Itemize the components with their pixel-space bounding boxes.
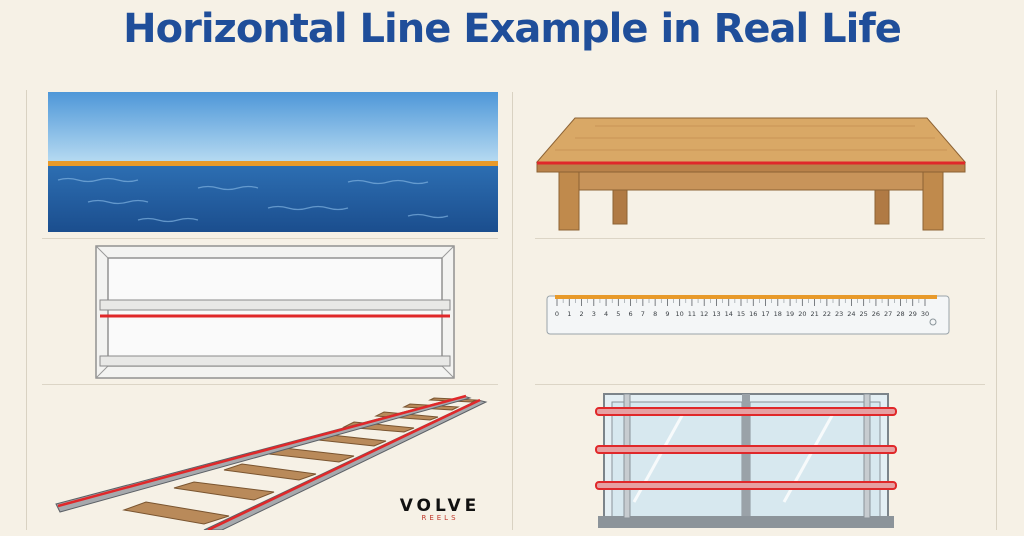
volve-reels-logo: VOLVE REELS (380, 496, 500, 522)
ruler-number: 6 (629, 310, 633, 318)
window-bars-icon (594, 392, 898, 530)
bookshelf-icon (92, 242, 458, 382)
logo-sub-text: REELS (421, 514, 459, 522)
right-border (996, 90, 997, 530)
ruler-number: 10 (676, 310, 684, 318)
ruler-number: 17 (761, 310, 769, 318)
ruler-number: 1 (567, 310, 571, 318)
ruler-number: 19 (786, 310, 794, 318)
ruler-number: 20 (798, 310, 806, 318)
row-divider-left-2 (42, 384, 498, 385)
ruler-number: 27 (884, 310, 892, 318)
row-divider-right-1 (535, 238, 985, 239)
ruler-number: 18 (774, 310, 782, 318)
row-divider-left-1 (42, 238, 498, 239)
ruler-number: 4 (604, 310, 608, 318)
ruler-number: 26 (872, 310, 880, 318)
ruler-number: 3 (592, 310, 596, 318)
center-divider (512, 92, 513, 530)
ruler-number: 5 (616, 310, 620, 318)
ruler-number: 2 (579, 310, 583, 318)
railway-track-icon (54, 392, 498, 530)
ruler-number: 23 (835, 310, 843, 318)
logo-main-text: VOLVE (399, 496, 481, 516)
ruler-number: 0 (555, 310, 559, 318)
ruler-number: 30 (921, 310, 929, 318)
ruler-number: 29 (909, 310, 917, 318)
table-icon (535, 112, 967, 232)
ruler-number: 28 (896, 310, 904, 318)
ruler-number: 12 (700, 310, 708, 318)
ruler-number: 15 (737, 310, 745, 318)
ruler-number: 25 (860, 310, 868, 318)
ruler-number: 8 (653, 310, 657, 318)
row-divider-right-2 (535, 384, 985, 385)
ruler-number: 16 (749, 310, 757, 318)
ruler-number: 7 (641, 310, 645, 318)
ruler-number: 11 (688, 310, 696, 318)
page-title: Horizontal Line Example in Real Life (123, 6, 902, 52)
ruler-number: 22 (823, 310, 831, 318)
left-border (26, 90, 27, 530)
sea-horizon-icon (48, 92, 498, 232)
ruler-number: 13 (712, 310, 720, 318)
ruler-number: 14 (725, 310, 733, 318)
ruler-number: 21 (810, 310, 818, 318)
ruler-number: 9 (665, 310, 669, 318)
ruler-number: 24 (847, 310, 855, 318)
